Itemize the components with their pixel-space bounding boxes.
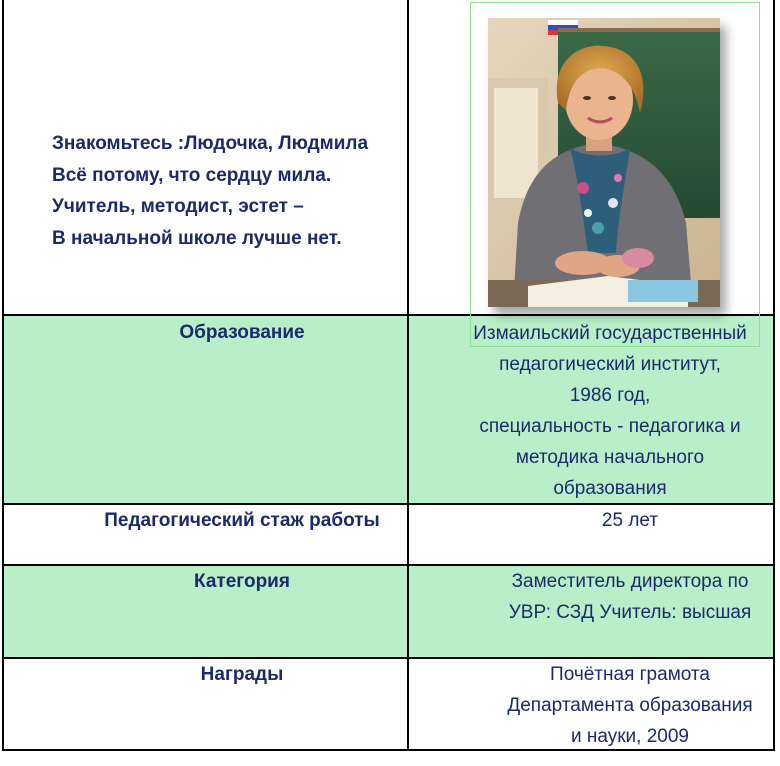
value-line: и науки, 2009	[571, 726, 689, 747]
value-line: Почётная грамота	[550, 664, 710, 685]
poem-line: Всё потому, что сердцу мила.	[52, 164, 332, 186]
poem-line: В начальной школе лучше нет.	[52, 228, 342, 250]
education-value: Измаильский государственный педагогическ…	[430, 318, 780, 504]
education-label: Образование	[179, 322, 305, 343]
category-label: Категория	[194, 571, 290, 592]
experience-label: Педагогический стаж работы	[104, 510, 380, 531]
awards-label: Награды	[200, 664, 284, 685]
poem-line: Учитель, методист, эстет –	[52, 196, 304, 218]
value-line: Заместитель директора по	[511, 571, 749, 592]
value-line: образования	[553, 478, 667, 499]
teacher-photo-illustration	[488, 18, 720, 307]
photo-selection-outline	[470, 2, 760, 347]
awards-value: Почётная грамота Департамента образовани…	[450, 659, 780, 752]
row-education-bg	[4, 316, 773, 503]
teacher-photo	[488, 18, 720, 307]
value-line: 1986 год,	[569, 385, 651, 406]
value-line: методика начального	[515, 447, 705, 468]
category-value: Заместитель директора по УВР: СЗД Учител…	[450, 566, 780, 628]
row-divider	[2, 657, 775, 659]
column-divider	[407, 0, 409, 751]
value-line: педагогический институт,	[499, 354, 721, 375]
value-line: Департамента образования	[507, 695, 753, 716]
row-divider	[2, 314, 775, 316]
experience-value: 25 лет	[450, 505, 780, 536]
row-category-bg	[4, 566, 773, 657]
value-line: 25 лет	[601, 510, 659, 531]
poem-line: Знакомьтесь :Людочка, Людмила	[52, 133, 369, 154]
table-frame	[2, 0, 775, 751]
value-line: Измаильский государственный	[473, 323, 747, 344]
value-line: УВР: СЗД Учитель: высшая	[508, 602, 752, 623]
row-divider	[2, 503, 775, 505]
row-divider	[2, 564, 775, 566]
value-line: специальность - педагогика и	[479, 416, 741, 437]
intro-poem: Знакомьтесь :Людочка, Людмила Всё потому…	[52, 128, 368, 255]
